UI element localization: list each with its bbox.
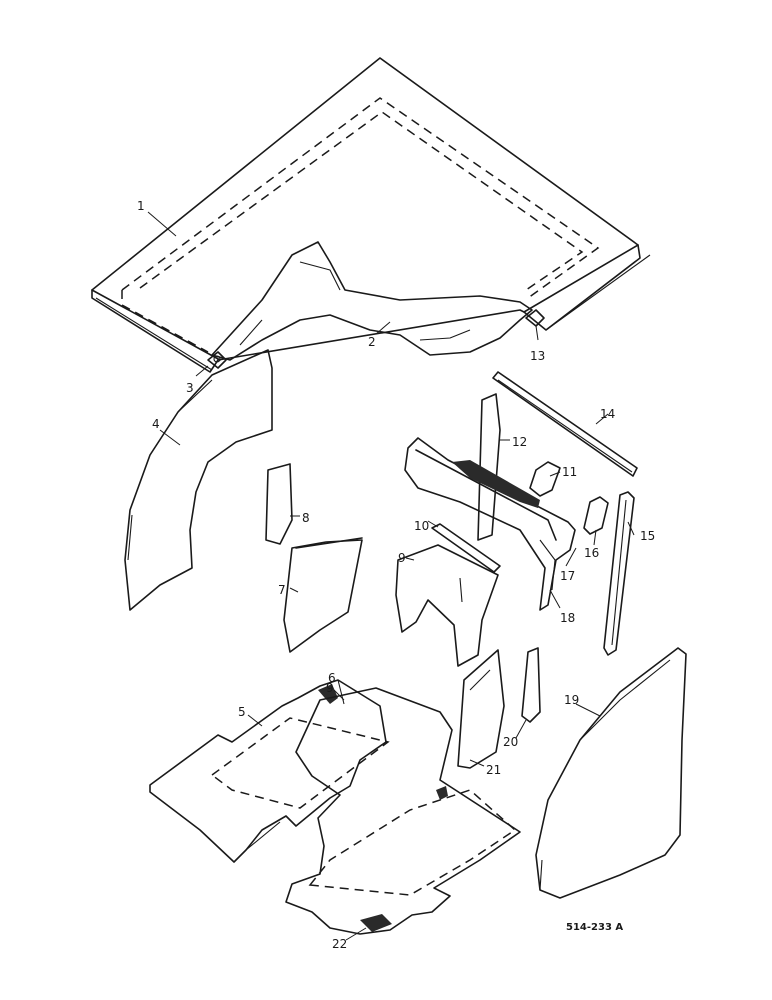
callout-17: 17 (560, 569, 575, 583)
callout-9a: 9 (398, 551, 406, 565)
part-right-side-panel (535, 647, 687, 899)
part-7 (283, 537, 363, 653)
part-front-floor-mat (149, 679, 390, 863)
callout-3: 3 (186, 381, 194, 395)
part-bracket-3 (207, 351, 227, 369)
callout-5: 5 (238, 705, 246, 719)
callout-1: 1 (137, 199, 145, 213)
callout-16: 16 (584, 546, 599, 560)
callout-10: 10 (414, 519, 429, 533)
diagram-reference-code: 514-233 A (566, 922, 623, 933)
callout-21: 21 (486, 763, 501, 777)
callout-18: 18 (560, 611, 575, 625)
callout-4: 4 (152, 417, 160, 431)
part-left-side-panel (124, 349, 273, 611)
callout-14: 14 (600, 407, 615, 421)
part-headliner (211, 241, 533, 361)
part-strip-14 (492, 371, 638, 477)
part-rear-floor-mat (285, 687, 521, 935)
part-20 (521, 647, 541, 723)
leader-lines (147, 211, 635, 941)
callout-15: 15 (640, 529, 655, 543)
callout-19: 19 (564, 693, 579, 707)
part-pad-11 (529, 461, 561, 497)
callout-20: 20 (503, 735, 518, 749)
callout-9b: 9 (326, 681, 334, 695)
callout-2: 2 (368, 335, 376, 349)
part-pad-16 (583, 496, 609, 535)
callout-7: 7 (278, 583, 286, 597)
callout-8: 8 (302, 511, 310, 525)
part-bracket-13 (525, 309, 545, 327)
callout-13: 13 (530, 349, 545, 363)
callout-22: 22 (332, 937, 347, 951)
part-roof-panel (91, 57, 651, 373)
part-strip-15 (603, 491, 635, 656)
callout-6: 6 (328, 671, 336, 685)
callout-11: 11 (562, 465, 577, 479)
part-21 (457, 649, 505, 769)
part-cover-9-upper (395, 544, 499, 667)
callout-labels: 1 2 3 4 5 6 7 8 9 9 10 11 12 13 14 15 16… (137, 199, 655, 951)
part-strip-10 (431, 523, 501, 573)
callout-12: 12 (512, 435, 527, 449)
part-rear-frame (404, 437, 576, 611)
part-8 (265, 463, 293, 545)
